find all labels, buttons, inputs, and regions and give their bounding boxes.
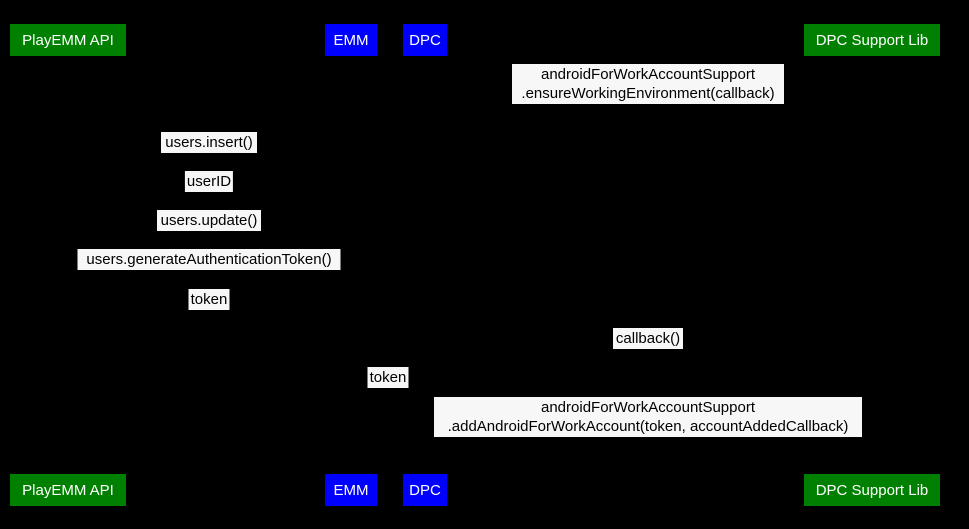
participant-label: PlayEMM API xyxy=(22,481,114,499)
participant-foot-playemm-api[interactable]: PlayEMM API xyxy=(10,474,126,506)
message-line: .ensureWorkingEnvironment(callback) xyxy=(521,85,775,102)
message-line: users.insert() xyxy=(165,134,253,151)
participant-foot-dpc[interactable]: DPC xyxy=(403,474,447,506)
message-line: users.generateAuthenticationToken() xyxy=(86,251,332,268)
participant-label: DPC xyxy=(409,31,441,49)
arrow-ensure-working-environment xyxy=(425,106,872,107)
arrow-users-insert xyxy=(68,155,351,156)
arrow-add-android-for-work-account xyxy=(425,439,872,440)
message-label-users-insert: users.insert() xyxy=(161,132,257,153)
message-line: users.update() xyxy=(160,212,258,229)
arrow-users-generate-authentication-token xyxy=(68,272,351,273)
message-label-users-update: users.update() xyxy=(157,210,261,231)
message-label-ensure-working-environment: androidForWorkAccountSupport .ensureWorki… xyxy=(512,64,784,104)
message-label-add-android-for-work-account: androidForWorkAccountSupport .addAndroidF… xyxy=(434,397,862,437)
arrow-token-to-emm xyxy=(68,312,351,313)
participant-label: EMM xyxy=(333,31,369,49)
message-label-users-generate-authentication-token: users.generateAuthenticationToken() xyxy=(77,249,341,270)
participant-label: EMM xyxy=(333,481,369,499)
arrow-token-to-dpc xyxy=(351,390,425,391)
participant-foot-emm[interactable]: EMM xyxy=(325,474,377,506)
participant-head-dpc-support-lib[interactable]: DPC Support Lib xyxy=(804,24,940,56)
message-line: userID xyxy=(186,173,232,190)
message-label-token-to-dpc: token xyxy=(367,367,409,388)
participant-label: DPC xyxy=(409,481,441,499)
participant-head-dpc[interactable]: DPC xyxy=(403,24,447,56)
arrow-users-update xyxy=(68,233,351,234)
message-label-callback: callback() xyxy=(613,328,683,349)
lifeline-dpc-support-lib xyxy=(872,56,873,474)
message-label-token-to-emm: token xyxy=(188,289,230,310)
message-label-user-id: userID xyxy=(184,171,234,192)
participant-label: DPC Support Lib xyxy=(815,481,929,499)
participant-foot-dpc-support-lib[interactable]: DPC Support Lib xyxy=(804,474,940,506)
message-line: token xyxy=(190,291,228,308)
lifeline-dpc xyxy=(425,56,426,474)
message-line: androidForWorkAccountSupport xyxy=(541,66,755,83)
participant-head-emm[interactable]: EMM xyxy=(325,24,377,56)
arrow-callback xyxy=(425,351,872,352)
participant-head-playemm-api[interactable]: PlayEMM API xyxy=(10,24,126,56)
participant-label: PlayEMM API xyxy=(22,31,114,49)
arrow-user-id xyxy=(68,194,351,195)
lifeline-playemm-api xyxy=(68,56,69,474)
participant-label: DPC Support Lib xyxy=(815,31,929,49)
message-line: token xyxy=(369,369,407,386)
message-line: .addAndroidForWorkAccount(token, account… xyxy=(447,418,849,435)
message-line: callback() xyxy=(615,330,681,347)
message-line: androidForWorkAccountSupport xyxy=(541,399,755,416)
lifeline-emm xyxy=(351,56,352,474)
